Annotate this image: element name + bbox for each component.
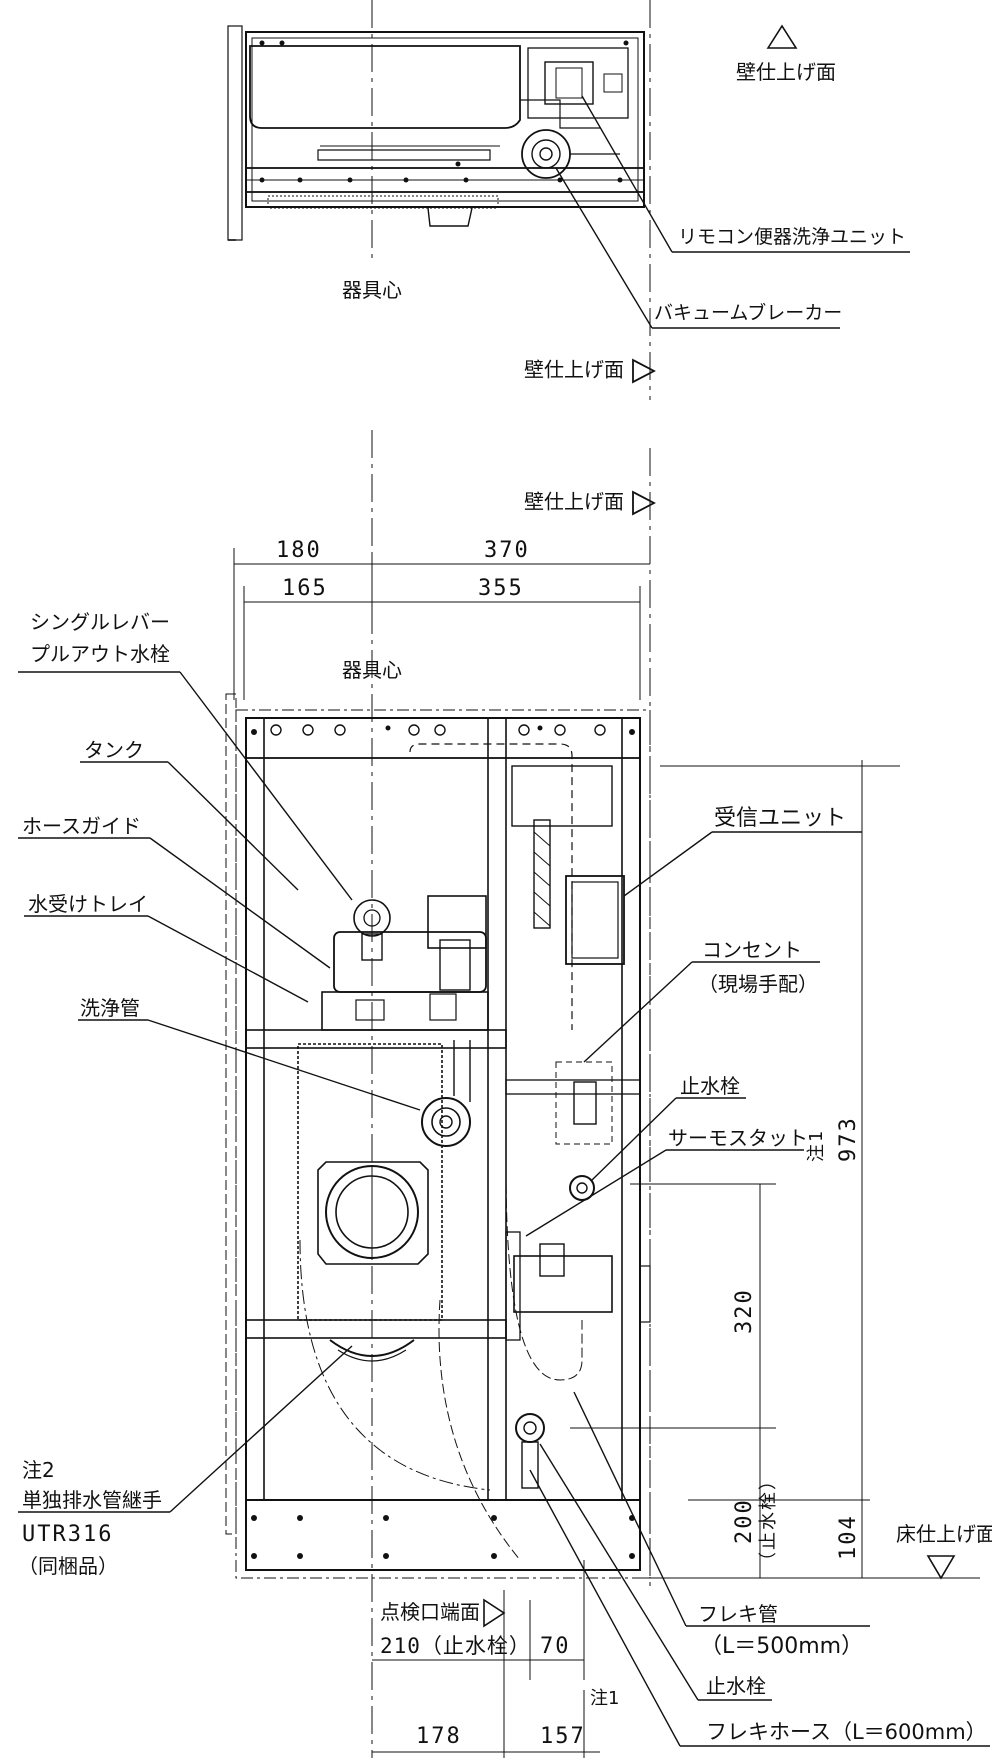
included-label: （同梱品） bbox=[18, 1554, 118, 1578]
dim-104: 104 bbox=[836, 1514, 861, 1560]
top-view bbox=[227, 0, 910, 400]
flex-pipe-label: フレキ管 bbox=[698, 1602, 778, 1626]
dim-370: 370 bbox=[484, 538, 530, 563]
note1-label-right: 注1 bbox=[806, 1129, 827, 1162]
dim-165: 165 bbox=[282, 576, 328, 601]
dim-210: 210（止水栓） bbox=[380, 1634, 531, 1658]
note2-label: 注2 bbox=[22, 1458, 55, 1482]
stop-valve-label-2: 止水栓 bbox=[706, 1674, 766, 1698]
hose-guide-label: ホースガイド bbox=[22, 814, 141, 838]
flush-pipe-label: 洗浄管 bbox=[80, 996, 140, 1020]
faucet-label-line1: シングルレバー bbox=[30, 610, 170, 634]
fixture-center-label-top: 器具心 bbox=[342, 278, 402, 302]
drain-joint-label: 単独排水管継手 bbox=[22, 1488, 162, 1512]
outlet-note-label: （現場手配） bbox=[698, 972, 818, 996]
vacuum-breaker-label: バキュームブレーカー bbox=[654, 302, 843, 324]
dim-178: 178 bbox=[416, 1724, 462, 1749]
flex-hose-label: フレキホース（L＝600mm） bbox=[706, 1720, 987, 1744]
wall-finish-triangle-icon-front bbox=[632, 490, 657, 516]
front-view bbox=[18, 430, 990, 1758]
note1-label-bottom: 注1 bbox=[590, 1688, 620, 1709]
dim-157: 157 bbox=[540, 1724, 586, 1749]
wall-finish-text: 壁仕上げ面 bbox=[524, 357, 624, 382]
remote-flush-unit-label: リモコン便器洗浄ユニット bbox=[678, 226, 907, 248]
wall-finish-triangle-icon bbox=[632, 358, 657, 384]
stop-valve-label-1: 止水栓 bbox=[680, 1074, 740, 1098]
wall-finish-label-mid: 壁仕上げ面 bbox=[524, 357, 657, 384]
water-tray-label: 水受けトレイ bbox=[28, 892, 148, 916]
receiver-unit-label: 受信ユニット bbox=[714, 806, 847, 831]
dim-973: 973 bbox=[836, 1116, 861, 1162]
dim-200-note: （止水栓） bbox=[758, 1470, 779, 1570]
flex-pipe-length-label: （L＝500mm） bbox=[700, 1634, 864, 1659]
dim-180: 180 bbox=[276, 538, 322, 563]
fixture-center-label-front: 器具心 bbox=[342, 658, 402, 682]
access-edge-label: 点検口端面 bbox=[380, 1600, 480, 1624]
wall-finish-label-front: 壁仕上げ面 bbox=[524, 489, 657, 516]
outlet-label: コンセント bbox=[702, 938, 802, 962]
dim-320: 320 bbox=[732, 1288, 757, 1334]
part-number-label: UTR316 bbox=[22, 1522, 114, 1547]
faucet-label-line2: プルアウト水栓 bbox=[30, 642, 170, 666]
wall-finish-text-front: 壁仕上げ面 bbox=[524, 489, 624, 514]
floor-finish-label: 床仕上げ面 bbox=[896, 1522, 992, 1546]
dim-70: 70 bbox=[540, 1634, 571, 1659]
tank-label: タンク bbox=[84, 738, 144, 762]
dim-200: 200 bbox=[732, 1498, 757, 1544]
wall-finish-label-top: 壁仕上げ面 bbox=[736, 60, 836, 84]
thermostat-label: サーモスタット bbox=[668, 1126, 808, 1150]
dim-355: 355 bbox=[478, 576, 524, 601]
